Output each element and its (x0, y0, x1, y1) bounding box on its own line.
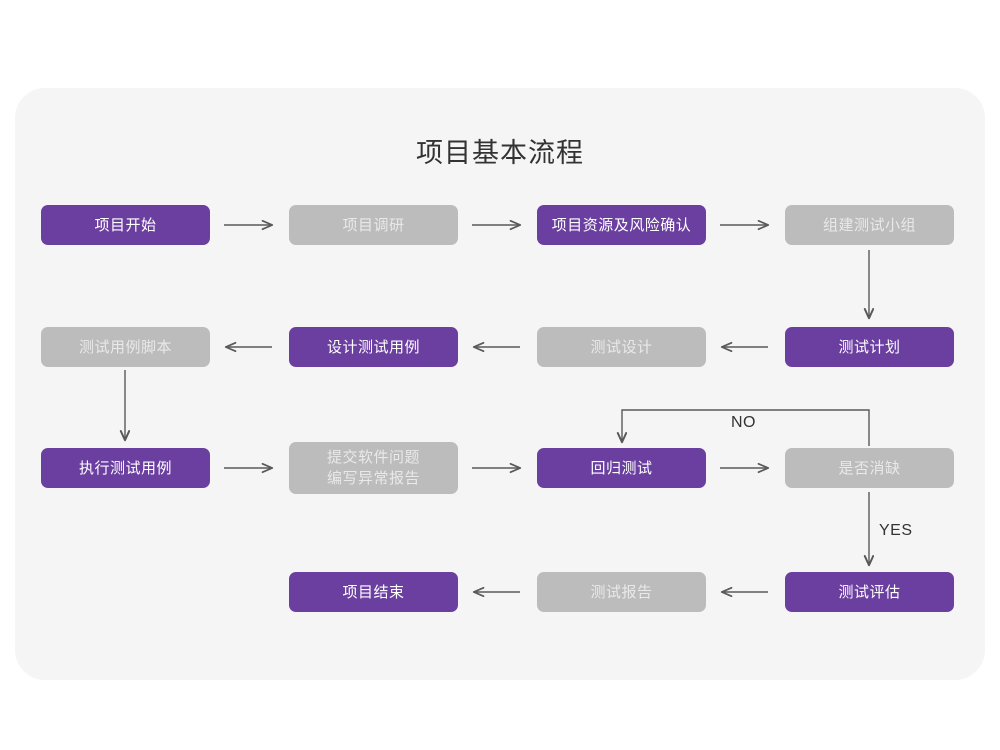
node-form-test-team[interactable]: 组建测试小组 (785, 205, 954, 245)
node-test-design[interactable]: 测试设计 (537, 327, 706, 367)
node-test-evaluation[interactable]: 测试评估 (785, 572, 954, 612)
node-execute-test-case[interactable]: 执行测试用例 (41, 448, 210, 488)
node-test-case-script[interactable]: 测试用例脚本 (41, 327, 210, 367)
node-submit-defect-report[interactable]: 提交软件问题 编写异常报告 (289, 442, 458, 494)
node-project-research[interactable]: 项目调研 (289, 205, 458, 245)
edge-label-no: NO (731, 414, 756, 431)
node-resource-risk-confirm[interactable]: 项目资源及风险确认 (537, 205, 706, 245)
node-defect-resolved[interactable]: 是否消缺 (785, 448, 954, 488)
node-test-report[interactable]: 测试报告 (537, 572, 706, 612)
node-design-test-case[interactable]: 设计测试用例 (289, 327, 458, 367)
node-regression-test[interactable]: 回归测试 (537, 448, 706, 488)
node-project-end[interactable]: 项目结束 (289, 572, 458, 612)
node-project-start[interactable]: 项目开始 (41, 205, 210, 245)
page-title: 项目基本流程 (416, 138, 584, 168)
node-test-plan[interactable]: 测试计划 (785, 327, 954, 367)
edge-label-yes: YES (879, 522, 913, 539)
